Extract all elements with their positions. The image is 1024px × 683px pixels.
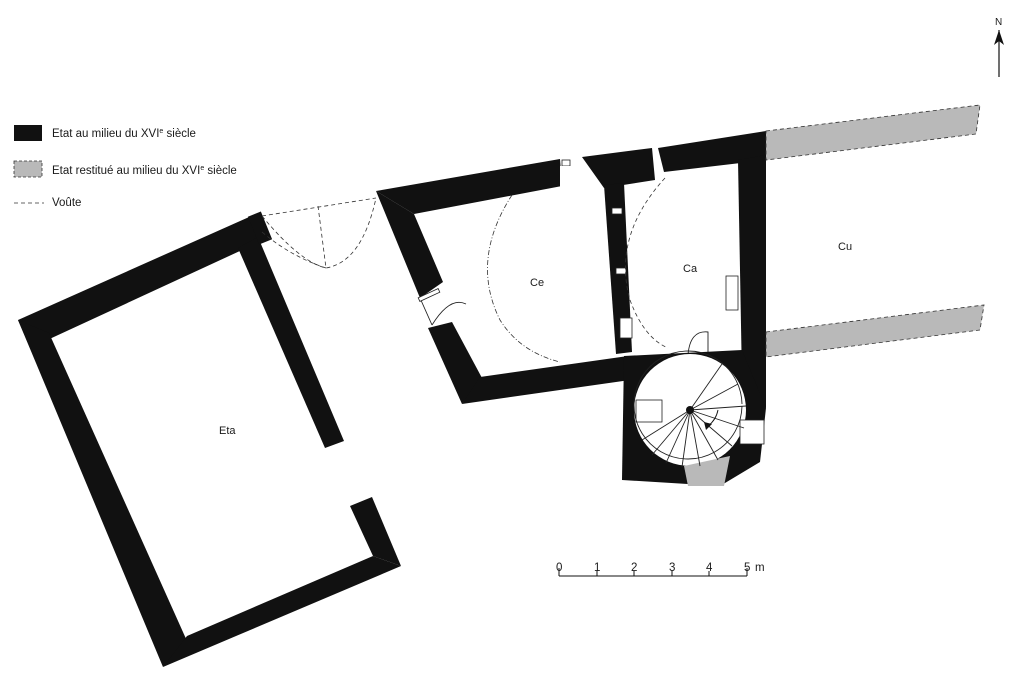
room-label-cu: Cu [838,241,852,253]
ce-wall-north [376,159,562,214]
scale-tick-2: 2 [631,562,637,574]
legend: Etat au milieu du XVIe siècle Etat resti… [13,125,237,209]
scale-bar: 0 1 2 3 4 5 m [556,562,765,577]
ca-wall-east [738,155,766,408]
eta-wall-west [18,320,187,667]
room-label-ca: Ca [683,263,698,275]
building-eta [18,197,401,667]
ce-door [419,297,467,326]
north-arrow: N [994,17,1004,77]
ce-wall-north-right [582,148,655,188]
legend-label-restored: Etat restitué au milieu du XVIe siècle [52,165,237,177]
stair-tower [622,350,766,486]
scale-tick-3: 3 [669,562,675,574]
eta-wall-stub [247,211,273,245]
scale-tick-1: 1 [594,562,600,574]
ce-wall-west [376,191,443,298]
legend-label-vault: Voûte [52,197,81,209]
eta-wall-south-east [350,497,401,566]
ce-wall-south [462,356,630,404]
eta-wall-south [163,556,401,667]
stair-restored-part [684,456,730,486]
eta-wall-north [18,213,268,348]
eta-wall-east [238,237,344,448]
stair-steps [633,350,747,468]
scale-tick-0: 0 [556,562,562,574]
scale-tick-5: 5 [744,562,750,574]
cu-wall-north [765,104,981,161]
stair-newel [686,406,694,414]
building-ca [611,131,766,408]
legend-label-existing: Etat au milieu du XVIe siècle [52,128,196,140]
legend-swatch-existing [14,125,42,141]
scale-tick-4: 4 [706,562,713,574]
legend-swatch-restored [13,160,43,178]
north-arrow-icon [994,30,1004,45]
room-label-eta: Eta [219,425,236,437]
vault-passage [261,197,377,269]
scale-unit: m [755,562,765,574]
north-label: N [995,17,1002,28]
ce-vault [487,194,561,363]
court-cu [765,104,985,358]
ca-vault [625,177,669,349]
room-label-ce: Ce [530,277,544,289]
ce-wall-west-lower [428,322,482,404]
building-ce [376,148,655,404]
cu-wall-south [765,304,985,358]
